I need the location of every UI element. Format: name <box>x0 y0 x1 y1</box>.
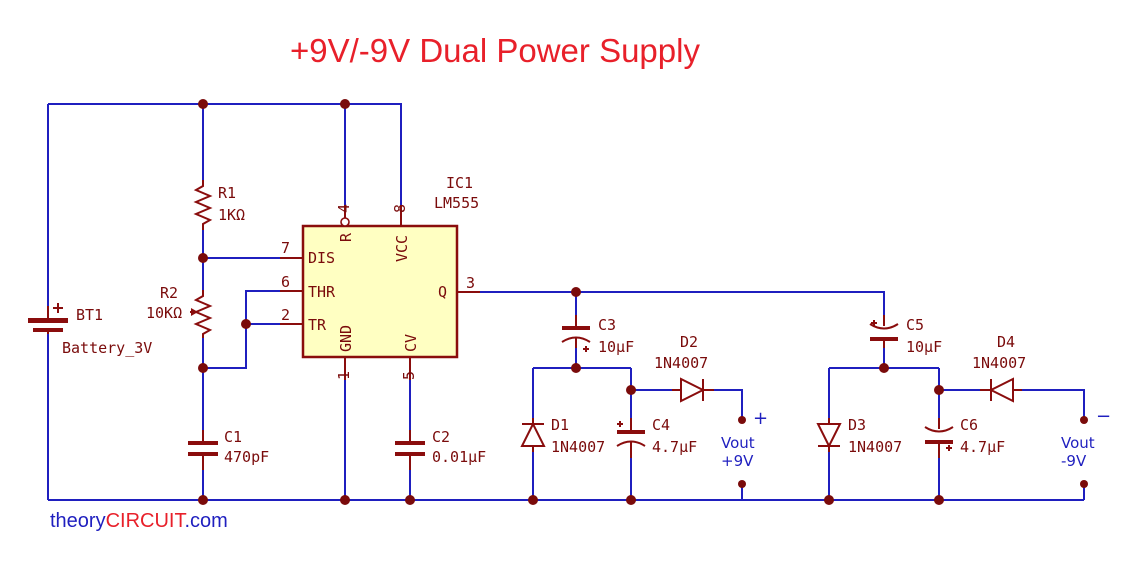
d4-value: 1N4007 <box>972 354 1026 372</box>
c1-value: 470pF <box>224 448 269 466</box>
terminal-dot <box>1080 480 1088 488</box>
ic-lm555: IC1 LM555 DIS THR TR Q GND CV VCC R 7 6 … <box>280 174 480 380</box>
junction-dot <box>934 495 944 505</box>
capacitor-c2: C2 0.01µF <box>395 428 486 470</box>
junction-dot <box>934 385 944 395</box>
capacitor-c3: C3 10µF <box>561 315 634 356</box>
d1-value: 1N4007 <box>551 438 605 456</box>
reset-inversion-bubble <box>340 217 350 227</box>
r2-ref: R2 <box>160 284 178 302</box>
terminal-dot <box>1080 416 1088 424</box>
diode-d1: D1 1N4007 <box>520 416 605 456</box>
pin-number-4: 4 <box>335 204 353 213</box>
diode-d4: D4 1N4007 <box>972 333 1026 403</box>
pin-number-1: 1 <box>335 371 353 380</box>
output-negative: − Vout -9V <box>1061 406 1111 470</box>
ic1-ref: IC1 <box>446 174 473 192</box>
d3-ref: D3 <box>848 416 866 434</box>
junction-dot <box>879 363 889 373</box>
brand-part-theory: theory <box>50 510 106 532</box>
r1-ref: R1 <box>218 184 236 202</box>
junction-dot <box>571 287 581 297</box>
junction-dot <box>824 495 834 505</box>
pin-number-2: 2 <box>281 306 290 324</box>
pin-number-5: 5 <box>400 371 418 380</box>
battery-bt1: BT1 Battery_3V <box>28 303 152 357</box>
output-positive: + Vout +9V <box>721 408 768 470</box>
ic1-value: LM555 <box>434 194 479 212</box>
c1-ref: C1 <box>224 428 242 446</box>
brand-part-circuit: CIRCUIT <box>106 510 187 532</box>
junction-dot <box>198 495 208 505</box>
c2-ref: C2 <box>432 428 450 446</box>
c3-ref: C3 <box>598 316 616 334</box>
output-positive-sign: + <box>753 408 768 429</box>
diagram-title: +9V/-9V Dual Power Supply <box>290 32 700 69</box>
pin-label-dis: DIS <box>308 249 335 267</box>
junction-dot <box>626 385 636 395</box>
pin-number-3: 3 <box>466 274 475 292</box>
junction-dot <box>198 363 208 373</box>
capacitor-c4: C4 4.7µF <box>616 416 697 458</box>
junction-dot <box>198 99 208 109</box>
c5-value: 10µF <box>906 338 942 356</box>
capacitor-c1: C1 470pF <box>188 428 269 470</box>
pin-label-gnd: GND <box>337 325 355 352</box>
brand-part-com: .com <box>184 510 227 532</box>
terminal-dot <box>738 416 746 424</box>
r2-value: 10KΩ <box>146 304 182 322</box>
potentiometer-r2: R2 10KΩ <box>146 284 213 338</box>
c4-ref: C4 <box>652 416 670 434</box>
output-positive-value: +9V <box>721 452 754 470</box>
diode-d3: D3 1N4007 <box>816 416 902 456</box>
terminal-dot <box>738 480 746 488</box>
c6-ref: C6 <box>960 416 978 434</box>
pin-label-tr: TR <box>308 316 327 334</box>
c6-value: 4.7µF <box>960 438 1005 456</box>
pin-number-7: 7 <box>281 239 290 257</box>
junction-dot <box>198 253 208 263</box>
brand-logo: theoryCIRCUIT.com <box>50 510 228 532</box>
d1-ref: D1 <box>551 416 569 434</box>
bt1-ref: BT1 <box>76 306 103 324</box>
junction-dot <box>528 495 538 505</box>
c3-value: 10µF <box>598 338 634 356</box>
pin-label-vcc: VCC <box>393 235 411 262</box>
pin-label-r: R <box>337 232 355 242</box>
c5-ref: C5 <box>906 316 924 334</box>
resistor-r1: R1 1KΩ <box>193 180 245 230</box>
junction-dot <box>340 99 350 109</box>
junction-dot <box>405 495 415 505</box>
output-negative-label: Vout <box>1061 434 1095 452</box>
junctions <box>198 99 1088 505</box>
ic-body <box>301 224 459 359</box>
pin-label-q: Q <box>438 283 447 301</box>
capacitor-c5: C5 10µF <box>869 315 942 356</box>
junction-dot <box>340 495 350 505</box>
diode-d2: D2 1N4007 <box>654 333 714 403</box>
output-positive-label: Vout <box>721 434 755 452</box>
d2-ref: D2 <box>680 333 698 351</box>
d4-ref: D4 <box>997 333 1015 351</box>
pin-label-thr: THR <box>308 283 336 301</box>
output-negative-value: -9V <box>1061 452 1087 470</box>
pin-number-8: 8 <box>391 204 409 213</box>
junction-dot <box>626 495 636 505</box>
output-negative-sign: − <box>1096 406 1111 427</box>
c2-value: 0.01µF <box>432 448 486 466</box>
junction-dot <box>241 319 251 329</box>
pin-number-6: 6 <box>281 273 290 291</box>
pin-label-cv: CV <box>402 334 420 352</box>
bt1-value: Battery_3V <box>62 339 152 357</box>
capacitor-c6: C6 4.7µF <box>924 416 1005 458</box>
c4-value: 4.7µF <box>652 438 697 456</box>
d3-value: 1N4007 <box>848 438 902 456</box>
r1-value: 1KΩ <box>218 206 245 224</box>
junction-dot <box>571 363 581 373</box>
d2-value: 1N4007 <box>654 354 708 372</box>
